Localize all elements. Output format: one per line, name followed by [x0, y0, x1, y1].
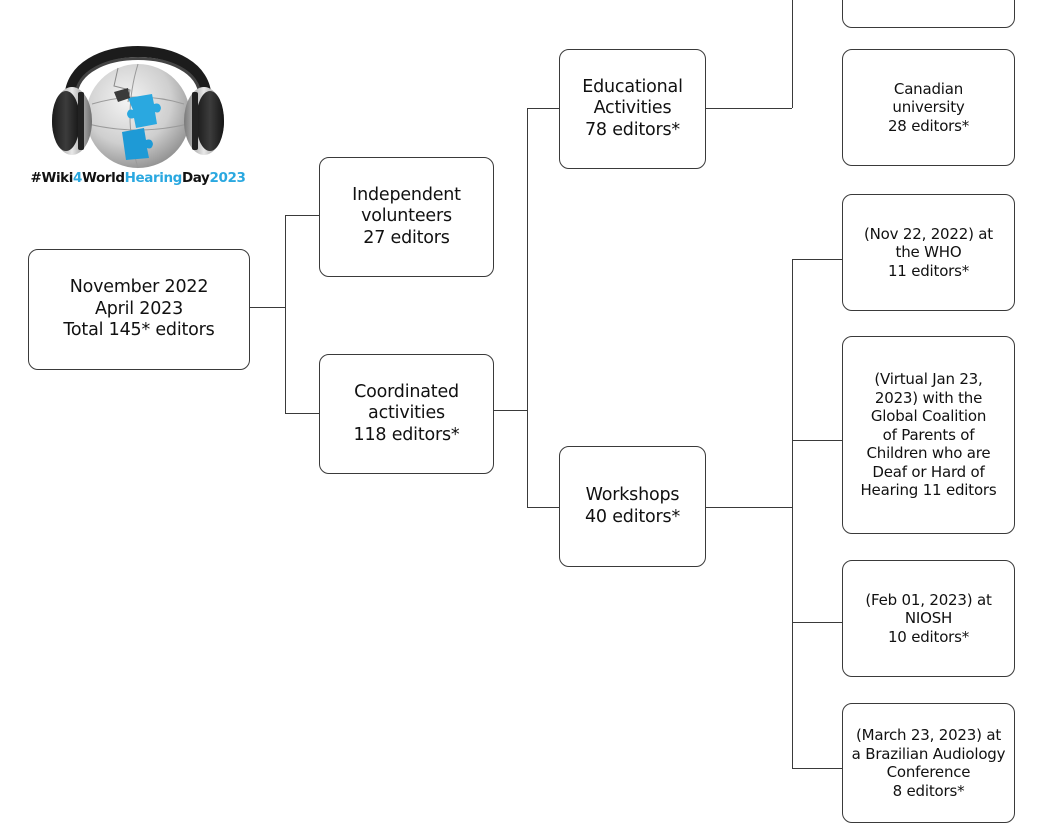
coordinated-activities-label: Coordinated activities 118 editors*: [353, 381, 460, 445]
canadian-university-label: Canadian university 28 editors*: [887, 79, 970, 135]
canadian-university-node: Canadian university 28 editors*: [842, 49, 1015, 166]
workshops-node: Workshops 40 editors*: [559, 446, 706, 567]
who-workshop-label: (Nov 22, 2022) at the WHO 11 editors*: [864, 224, 993, 280]
virtual-workshop-node: (Virtual Jan 23, 2023) with the Global C…: [842, 336, 1015, 534]
who-workshop-node: (Nov 22, 2022) at the WHO 11 editors*: [842, 194, 1015, 311]
root-node: November 2022 April 2023 Total 145* edit…: [28, 249, 250, 370]
hashtag-part: World: [81, 170, 125, 186]
independent-volunteers-node: Independent volunteers 27 editors: [319, 157, 494, 277]
connector-line: [705, 507, 792, 509]
connector-line: [705, 108, 792, 110]
hashtag-part: 4: [72, 170, 82, 186]
connector-line: [527, 108, 529, 508]
connector-line: [250, 307, 285, 309]
educational-activities-node: Educational Activities 78 editors*: [559, 49, 706, 169]
connector-line: [285, 413, 320, 415]
connector-line: [527, 507, 560, 509]
connector-line: [493, 410, 527, 412]
coordinated-activities-node: Coordinated activities 118 editors*: [319, 354, 494, 474]
root-node-label: November 2022 April 2023 Total 145* edit…: [63, 277, 215, 341]
connector-line: [285, 215, 320, 217]
hashtag-label: #Wiki4WorldHearingDay2023: [20, 170, 256, 186]
headphones-globe-logo-icon: [52, 46, 224, 169]
niosh-workshop-node: (Feb 01, 2023) at NIOSH 10 editors*: [842, 560, 1015, 677]
independent-volunteers-label: Independent volunteers 27 editors: [352, 184, 461, 248]
brazil-workshop-label: (March 23, 2023) at a Brazilian Audiolog…: [851, 726, 1006, 800]
connector-line: [792, 622, 842, 624]
workshops-label: Workshops 40 editors*: [585, 485, 680, 527]
connector-line: [792, 768, 842, 770]
hashtag-part: #Wiki: [30, 170, 74, 186]
connector-line: [527, 108, 560, 110]
connector-line: [792, 259, 842, 261]
connector-line: [792, 259, 794, 768]
brazil-workshop-node: (March 23, 2023) at a Brazilian Audiolog…: [842, 703, 1015, 823]
connector-line: [792, 440, 842, 442]
connector-line: [285, 215, 287, 414]
virtual-workshop-label: (Virtual Jan 23, 2023) with the Global C…: [860, 370, 997, 500]
top-partial-node: [842, 0, 1015, 28]
educational-activities-label: Educational Activities 78 editors*: [582, 76, 683, 140]
hashtag-part: Day: [181, 170, 210, 186]
hashtag-part: Hearing: [124, 170, 183, 186]
connector-line: [792, 0, 794, 108]
hashtag-part: 2023: [209, 170, 246, 186]
niosh-workshop-label: (Feb 01, 2023) at NIOSH 10 editors*: [865, 590, 992, 646]
